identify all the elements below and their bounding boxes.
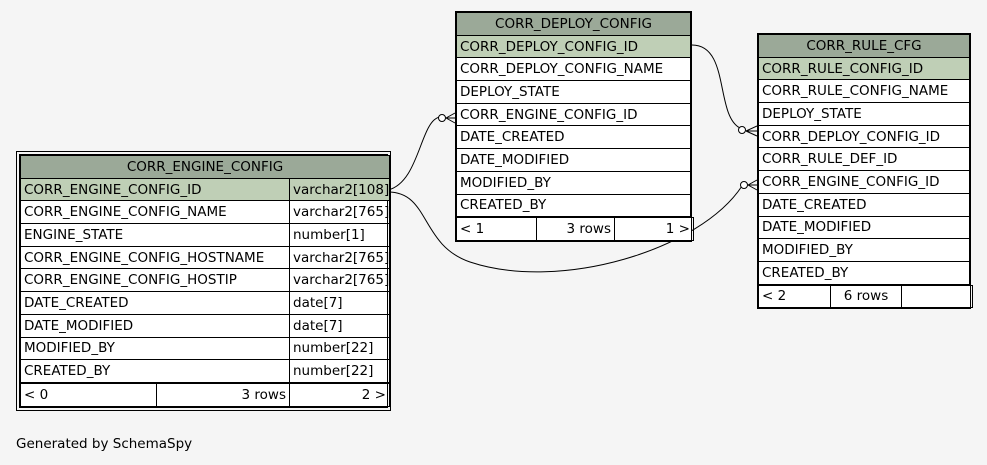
column-type: number[1] — [289, 223, 390, 247]
relation-engine-to-rule-crowfoot — [747, 179, 758, 191]
column-type: date[7] — [289, 291, 390, 315]
column-row[interactable]: CORR_RULE_CONFIG_NAME — [758, 79, 970, 104]
column-row[interactable]: DATE_CREATED — [758, 192, 970, 217]
column-type: varchar2[765] — [289, 268, 390, 293]
column-name: CORR_ENGINE_CONFIG_HOSTNAME — [20, 245, 290, 270]
relation-engine-to-deploy[interactable] — [387, 116, 441, 191]
entity-title[interactable]: CORR_RULE_CFG — [758, 34, 970, 58]
column-type: number[22] — [289, 336, 390, 361]
column-name: DATE_CREATED — [20, 291, 290, 315]
relation-engine-to-rule-optional-marker — [740, 181, 748, 189]
column-row[interactable]: ENGINE_STATE number[1] — [20, 223, 390, 247]
column-row[interactable]: CORR_DEPLOY_CONFIG_NAME — [456, 57, 691, 82]
column-type: varchar2[765] — [289, 200, 390, 225]
entity-title[interactable]: CORR_DEPLOY_CONFIG — [456, 12, 691, 36]
column-name: CORR_ENGINE_CONFIG_ID — [20, 177, 290, 202]
column-name: DATE_MODIFIED — [20, 313, 290, 338]
entity-corr-engine-config[interactable]: CORR_ENGINE_CONFIG CORR_ENGINE_CONFIG_ID… — [16, 151, 391, 411]
parents-link[interactable]: < 0 — [20, 382, 157, 407]
column-name: ENGINE_STATE — [20, 223, 290, 247]
column-name: CORR_ENGINE_CONFIG_HOSTIP — [20, 268, 290, 293]
column-row[interactable]: CORR_DEPLOY_CONFIG_ID — [758, 124, 970, 149]
column-row[interactable]: CREATED_BY — [758, 260, 970, 285]
column-row[interactable]: CORR_ENGINE_CONFIG_NAME varchar2[765] — [20, 200, 390, 225]
row-count: 3 rows — [536, 217, 615, 241]
relation-deploy-to-rule-optional-marker — [738, 126, 746, 134]
column-row[interactable]: CORR_ENGINE_CONFIG_ID — [758, 170, 970, 194]
entity-title[interactable]: CORR_ENGINE_CONFIG — [20, 155, 390, 179]
row-count: 6 rows — [830, 284, 902, 309]
column-row[interactable]: MODIFIED_BY — [758, 238, 970, 262]
entity-footer: < 1 3 rows 1 > — [456, 217, 694, 241]
relation-engine-to-deploy-crowfoot — [445, 112, 456, 124]
relation-deploy-to-rule[interactable] — [691, 44, 741, 129]
column-row[interactable]: CORR_ENGINE_CONFIG_HOSTNAME varchar2[765… — [20, 245, 390, 270]
entity-footer: < 2 6 rows — [758, 284, 973, 309]
pk-column-row[interactable]: CORR_RULE_CONFIG_ID — [758, 56, 970, 81]
entity-corr-rule-cfg[interactable]: CORR_RULE_CFG CORR_RULE_CONFIG_ID CORR_R… — [757, 33, 973, 310]
column-row[interactable]: CORR_ENGINE_CONFIG_HOSTIP varchar2[765] — [20, 268, 390, 293]
column-type: number[22] — [289, 359, 390, 383]
column-row[interactable]: CREATED_BY number[22] — [20, 359, 390, 383]
row-count: 3 rows — [156, 382, 290, 407]
children-link[interactable]: 2 > — [289, 382, 390, 407]
column-row[interactable]: DEPLOY_STATE — [758, 102, 970, 126]
column-row[interactable]: DATE_MODIFIED — [758, 215, 970, 240]
column-row[interactable]: CORR_ENGINE_CONFIG_ID — [456, 102, 691, 127]
column-row[interactable]: MODIFIED_BY number[22] — [20, 336, 390, 361]
column-row[interactable]: MODIFIED_BY — [456, 170, 691, 195]
parents-link[interactable]: < 2 — [758, 284, 831, 309]
column-row[interactable]: DATE_CREATED — [456, 125, 691, 150]
column-type: date[7] — [289, 313, 390, 338]
entity-footer: < 0 3 rows 2 > — [20, 382, 390, 407]
column-name: MODIFIED_BY — [20, 336, 290, 361]
column-row[interactable]: DATE_MODIFIED — [456, 148, 691, 172]
column-row[interactable]: DATE_MODIFIED date[7] — [20, 313, 390, 338]
parents-link[interactable]: < 1 — [456, 217, 537, 241]
column-row[interactable]: DATE_CREATED date[7] — [20, 291, 390, 315]
column-row[interactable]: DEPLOY_STATE — [456, 80, 691, 104]
entity-corr-deploy-config[interactable]: CORR_DEPLOY_CONFIG CORR_DEPLOY_CONFIG_ID… — [455, 11, 694, 242]
column-row[interactable]: CORR_RULE_DEF_ID — [758, 147, 970, 172]
children-link[interactable] — [901, 284, 973, 309]
relation-engine-to-deploy-optional-marker — [438, 114, 446, 122]
column-row[interactable]: CREATED_BY — [456, 193, 691, 218]
pk-column-row[interactable]: CORR_ENGINE_CONFIG_ID varchar2[108] — [20, 177, 390, 202]
pk-column-row[interactable]: CORR_DEPLOY_CONFIG_ID — [456, 34, 691, 59]
column-name: CORR_ENGINE_CONFIG_NAME — [20, 200, 290, 225]
column-type: varchar2[108] — [289, 177, 390, 202]
column-name: CREATED_BY — [20, 359, 290, 383]
generated-by-label: Generated by SchemaSpy — [16, 436, 193, 452]
column-type: varchar2[765] — [289, 245, 390, 270]
children-link[interactable]: 1 > — [614, 217, 694, 241]
relation-deploy-to-rule-crowfoot — [745, 125, 758, 137]
